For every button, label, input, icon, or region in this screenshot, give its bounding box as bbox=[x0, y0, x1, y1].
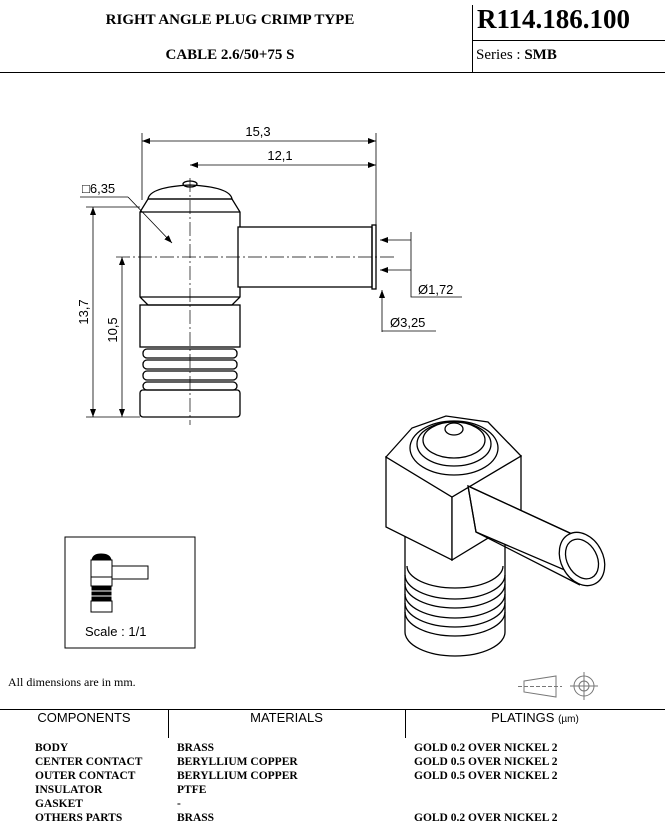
dim-outer-dia: Ø3,25 bbox=[390, 315, 425, 330]
table-row: GASKET - bbox=[0, 798, 665, 812]
header-bottom-rule bbox=[0, 72, 665, 73]
table-col-divider bbox=[168, 709, 169, 738]
table-col-divider bbox=[405, 709, 406, 738]
part-number: R114.186.100 bbox=[477, 4, 631, 34]
units-note: All dimensions are in mm. bbox=[8, 675, 136, 689]
dimension-lines bbox=[80, 133, 462, 418]
dim-overall-height: 13,7 bbox=[76, 299, 91, 324]
header-materials: MATERIALS bbox=[250, 710, 323, 725]
side-view bbox=[139, 180, 377, 418]
material-cell: BERYLLIUM COPPER bbox=[177, 756, 298, 768]
document-title: RIGHT ANGLE PLUG CRIMP TYPE bbox=[105, 12, 355, 28]
scale-thumbnail bbox=[90, 553, 149, 613]
part-number-divider bbox=[472, 40, 665, 41]
projection-symbol bbox=[518, 672, 598, 700]
material-cell: BRASS bbox=[177, 742, 215, 754]
component-cell: BODY bbox=[35, 742, 69, 754]
component-cell: INSULATOR bbox=[35, 784, 103, 796]
plating-cell: GOLD 0.2 OVER NICKEL 2 bbox=[414, 742, 558, 754]
material-cell: - bbox=[177, 798, 181, 810]
dim-overall-length: 15,3 bbox=[245, 124, 270, 139]
header-platings: PLATINGS (µm) bbox=[405, 710, 665, 725]
material-cell: PTFE bbox=[177, 784, 207, 796]
table-row: OUTER CONTACT BERYLLIUM COPPER GOLD 0.5 … bbox=[0, 770, 665, 784]
plating-cell: GOLD 0.5 OVER NICKEL 2 bbox=[414, 756, 558, 768]
isometric-view bbox=[384, 415, 606, 657]
material-cell: BRASS bbox=[177, 812, 215, 824]
series-label: Series : bbox=[476, 47, 521, 63]
material-cell: BERYLLIUM COPPER bbox=[177, 770, 298, 782]
component-cell: OTHERS PARTS bbox=[35, 812, 123, 824]
document-subtitle: CABLE 2.6/50+75 S bbox=[165, 47, 295, 63]
dim-hex-size: □6,35 bbox=[82, 181, 115, 196]
dim-contact-dia: Ø1,72 bbox=[418, 282, 453, 297]
scale-label: Scale : 1/1 bbox=[85, 624, 146, 639]
table-row: BODY BRASS GOLD 0.2 OVER NICKEL 2 bbox=[0, 742, 665, 756]
table-row: OTHERS PARTS BRASS GOLD 0.2 OVER NICKEL … bbox=[0, 812, 665, 826]
header-divider bbox=[472, 5, 473, 72]
dim-pin-length: 12,1 bbox=[267, 148, 292, 163]
projection-cone-icon bbox=[518, 675, 562, 698]
series-line: Series : SMB bbox=[476, 47, 557, 64]
table-top-rule bbox=[0, 709, 665, 710]
crimp-body bbox=[404, 534, 506, 657]
table-row: INSULATOR PTFE bbox=[0, 784, 665, 798]
scale-box bbox=[64, 536, 196, 649]
component-cell: OUTER CONTACT bbox=[35, 770, 136, 782]
header-platings-unit: (µm) bbox=[558, 714, 579, 725]
cap-nub bbox=[444, 422, 464, 436]
component-cell: GASKET bbox=[35, 798, 83, 810]
series-value: SMB bbox=[524, 47, 557, 63]
projection-circle-icon bbox=[570, 672, 598, 700]
plating-cell: GOLD 0.5 OVER NICKEL 2 bbox=[414, 770, 558, 782]
center-lines bbox=[116, 178, 396, 425]
header-components: COMPONENTS bbox=[37, 710, 131, 725]
dimension-labels: 15,3 12,1 □6,35 13,7 10,5 Ø1,72 Ø3,25 bbox=[76, 124, 453, 343]
header-platings-label: PLATINGS bbox=[491, 710, 555, 725]
dim-axis-height: 10,5 bbox=[105, 317, 120, 342]
plating-cell: GOLD 0.2 OVER NICKEL 2 bbox=[414, 812, 558, 824]
table-row: CENTER CONTACT BERYLLIUM COPPER GOLD 0.5… bbox=[0, 756, 665, 770]
component-cell: CENTER CONTACT bbox=[35, 756, 143, 768]
